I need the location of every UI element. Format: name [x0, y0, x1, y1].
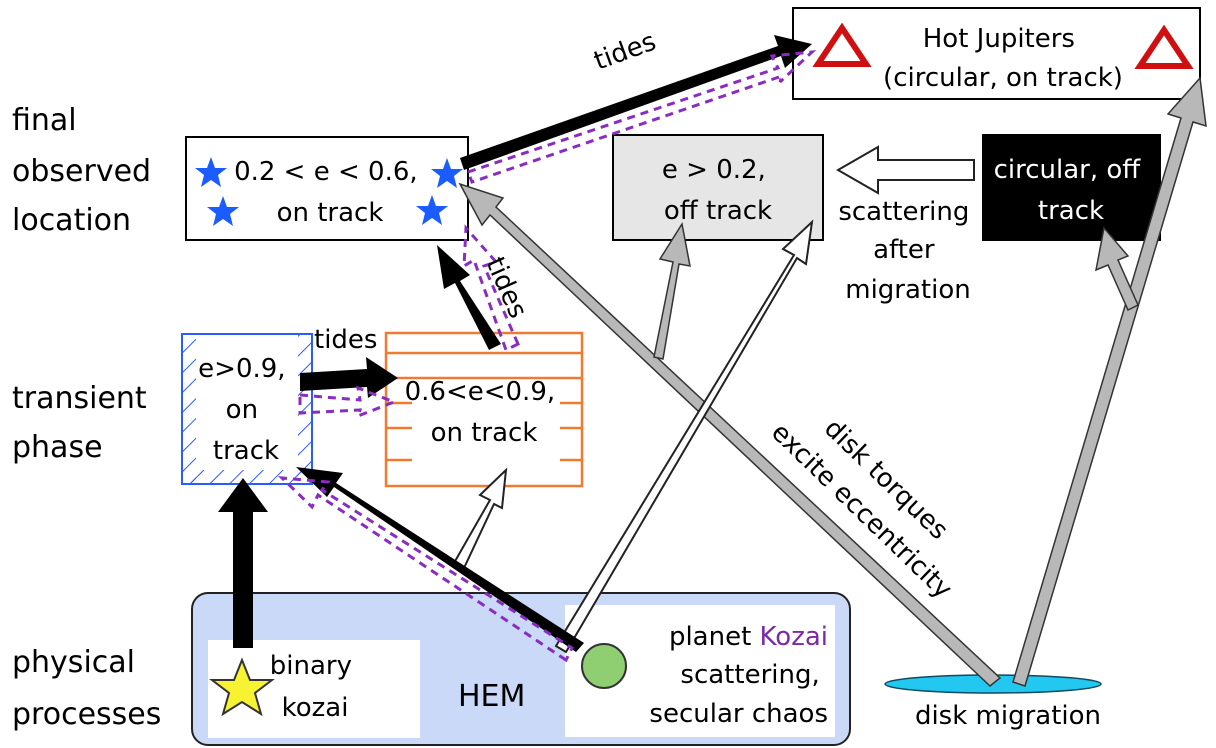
planet-lines-label: scattering, secular chaos	[649, 660, 828, 729]
planet-circle	[581, 643, 627, 689]
arrow-to-final-mid	[437, 245, 501, 350]
circular-off-box	[982, 134, 1161, 241]
arrow-to-circular-off	[1095, 226, 1139, 312]
hem-label: HEM	[458, 679, 525, 714]
dashed-arrow-top	[466, 50, 817, 184]
dashed-arrow-side	[462, 224, 520, 353]
row-label-transient: transient phase	[12, 381, 156, 465]
row-label-physical: physical processes	[12, 645, 161, 732]
circular-off-label: circular, off track	[994, 155, 1149, 226]
row-label-final: final observed location	[12, 103, 161, 238]
star-icon	[207, 196, 239, 226]
blue-stars	[195, 157, 463, 226]
arrow-to-transient-mid	[452, 467, 508, 570]
tides-top-label: tides	[590, 27, 660, 77]
red-triangle-icon	[812, 22, 872, 67]
arrow-tides-transient	[300, 357, 398, 398]
transient-high-label: e>0.9, on track	[198, 354, 294, 466]
black-arrows	[218, 35, 812, 652]
grey-arrows	[458, 76, 1207, 687]
arrow-scattering-after	[835, 145, 975, 195]
star-icon	[195, 157, 227, 187]
disk-migration-label: disk migration	[915, 701, 1101, 731]
tides-transient-label: tides	[314, 325, 377, 355]
scattering-after-label: scattering after migration	[838, 197, 977, 305]
arrow-planet-to-off-track	[554, 219, 814, 654]
planet-kozai-label: planet Kozai	[669, 622, 828, 652]
dashed-arrow-transient	[298, 385, 399, 419]
arrow-hem-to-transient	[296, 467, 584, 652]
tides-side-label: tides	[480, 253, 533, 323]
dashed-arrows	[277, 50, 817, 663]
arrow-to-off-track	[653, 221, 691, 360]
off-track-box	[612, 134, 824, 241]
arrow-tides-top	[460, 35, 812, 170]
arrow-disk-to-hot-jupiters	[1012, 76, 1207, 687]
final-mid-label: 0.2 < e < 0.6, on track	[234, 157, 426, 228]
arrow-disk-to-final-mid	[458, 182, 1002, 687]
transient-mid-label: 0.6<e<0.9, on track	[405, 377, 564, 448]
transient-high-box	[181, 333, 313, 485]
off-track-label: e > 0.2, off track	[662, 155, 774, 226]
yellow-star-icon	[209, 657, 275, 717]
binary-kozai-label: binary kozai	[270, 651, 360, 723]
hot-jupiters-label: Hot Jupiters (circular, on track)	[883, 24, 1123, 93]
dashed-arrow-hem	[277, 476, 574, 663]
star-icon	[416, 195, 448, 225]
kozai-word: Kozai	[760, 622, 828, 652]
transient-mid-box	[384, 331, 584, 488]
final-mid-box	[185, 136, 469, 241]
white-arrows	[452, 145, 975, 654]
arrow-binary-up	[218, 478, 268, 648]
red-triangle-icon	[1134, 24, 1194, 69]
star-icon	[431, 158, 463, 188]
